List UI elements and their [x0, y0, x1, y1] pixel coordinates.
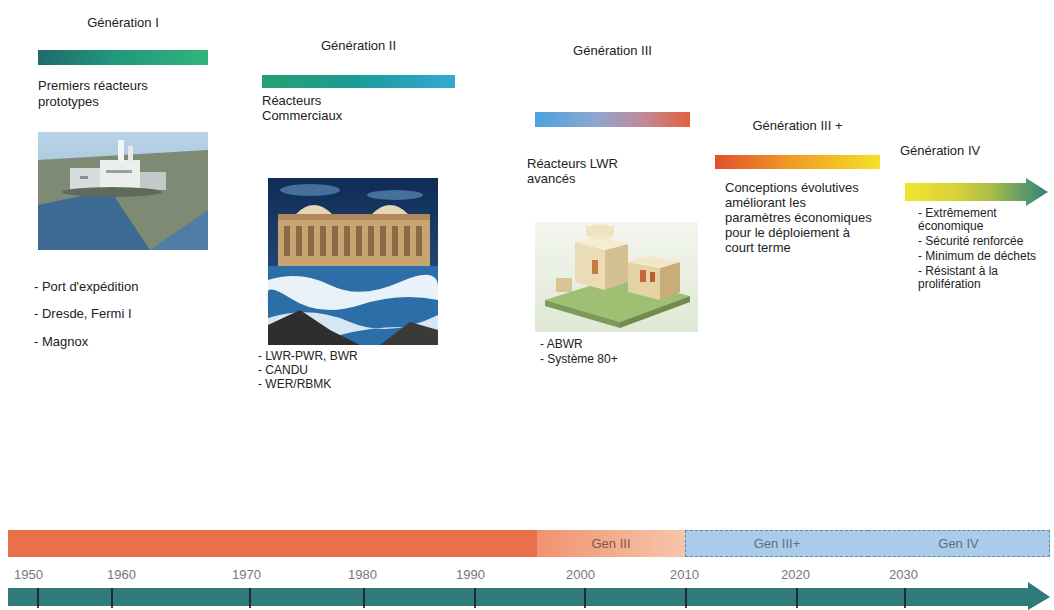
generation-arrow — [905, 178, 1048, 206]
caption-text: - Port d'expédition — [34, 279, 214, 295]
year-label: 1950 — [14, 567, 43, 582]
year-label: 1960 — [107, 567, 136, 582]
caption-text: Conceptions évolutives améliorant les pa… — [725, 180, 875, 255]
caption-text: - Dresde, Fermi I — [34, 306, 214, 322]
model-photo — [535, 222, 698, 332]
time-arrow — [8, 582, 1050, 610]
generation-bar: Génération III + — [715, 118, 880, 169]
year-label: 1990 — [456, 567, 485, 582]
generation-bar: Génération I — [38, 15, 208, 65]
caption-text: - Résistant à la prolifération — [918, 265, 1044, 291]
band-label: Gen IV — [934, 536, 982, 551]
year-label: 1970 — [232, 567, 261, 582]
arrow-shape — [905, 178, 1048, 206]
color-bar — [262, 75, 455, 88]
plant-photo — [38, 132, 208, 250]
caption-text: - Minimum de déchets — [918, 250, 1044, 263]
caption-text: - Extrêmement économique — [918, 207, 1044, 233]
generation-heading: Génération I — [38, 15, 208, 30]
year-label: 2030 — [889, 567, 918, 582]
generation-bar: Génération IV — [905, 143, 1048, 206]
generation-heading: Génération III — [535, 43, 690, 58]
generation-heading: Génération III + — [715, 118, 880, 133]
color-bar — [38, 50, 208, 65]
timeline-band — [8, 530, 537, 557]
year-label: 2010 — [670, 567, 699, 582]
caption-text: - Système 80+ — [540, 352, 690, 366]
caption-text: - Magnox — [34, 334, 214, 350]
caption-text: - ABWR — [540, 337, 690, 351]
color-bar — [535, 112, 690, 127]
year-label: 1980 — [348, 567, 377, 582]
year-label: 2020 — [781, 567, 810, 582]
band-label: Gen III — [587, 536, 634, 551]
caption-text: - WER/RBMK — [258, 377, 438, 391]
timeline-band: Gen III+ — [685, 530, 868, 557]
timeline-band: Gen III — [537, 530, 685, 557]
band-label: Gen III+ — [750, 536, 805, 551]
caption-text: - LWR-PWR, BWR — [258, 349, 438, 363]
plant-photo — [266, 178, 438, 345]
caption-text: - Sécurité renforcée — [918, 235, 1044, 248]
caption-text: Réacteurs Commerciaux — [262, 93, 374, 123]
color-bar — [715, 155, 880, 169]
tick-marks — [38, 588, 905, 608]
caption-text: Premiers réacteurs prototypes — [38, 78, 198, 110]
generation-heading: Génération II — [262, 38, 455, 53]
generation-bar: Génération II — [262, 38, 455, 88]
caption-text: Réacteurs LWR avancés — [527, 156, 639, 186]
generation-bar: Génération III — [535, 43, 690, 127]
timeline-band: Gen IV — [868, 530, 1050, 557]
generation-heading: Génération IV — [900, 143, 1048, 158]
caption-text: - CANDU — [258, 363, 438, 377]
year-label: 2000 — [566, 567, 595, 582]
